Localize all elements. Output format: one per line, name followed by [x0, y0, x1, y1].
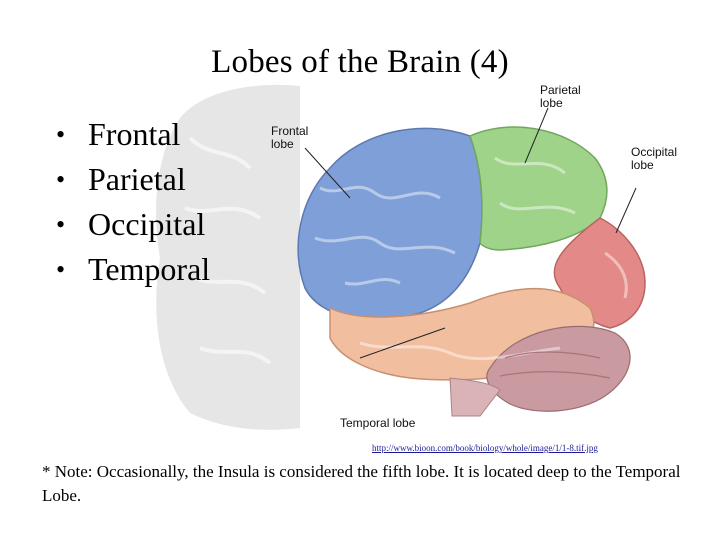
- parietal-lobe-region: [469, 126, 608, 251]
- parietal-leader-line: [524, 107, 549, 164]
- background-brain-image: [156, 84, 300, 430]
- bullet-text: Occipital: [88, 206, 206, 242]
- bullet-marker: •: [56, 119, 66, 149]
- brainstem-region: [449, 377, 501, 417]
- bullet-marker: •: [56, 254, 66, 284]
- occipital-leader-line: [615, 187, 637, 234]
- bullet-marker: •: [56, 209, 66, 239]
- bullet-text: Parietal: [88, 161, 186, 197]
- bullet-text: Frontal: [88, 116, 181, 152]
- bullet-text: Temporal: [88, 251, 211, 287]
- slide-title: Lobes of the Brain (4): [211, 44, 509, 80]
- frontal-lobe-region: [297, 127, 483, 321]
- brain-lobes: [297, 126, 646, 417]
- bullet-marker: •: [56, 164, 66, 194]
- bullet-list: • Frontal • Parietal • Occipital • Tempo…: [56, 112, 210, 292]
- temporal-lobe-label: Temporal lobe: [340, 416, 416, 430]
- brain-diagram-svg: [156, 84, 646, 430]
- parietal-lobe-label: Parietal lobe: [540, 83, 581, 110]
- label-leader-lines: [304, 107, 637, 359]
- image-source-link[interactable]: http://www.bioon.com/book/biology/whole/…: [372, 443, 598, 453]
- occipital-lobe-label: Occipital lobe: [631, 145, 678, 172]
- bullet-item-temporal: • Temporal: [56, 247, 210, 292]
- bullet-item-frontal: • Frontal: [56, 112, 210, 157]
- brain-figure: Frontal lobe Parietal lobe Occipital lob…: [0, 78, 720, 460]
- temporal-leader-line: [359, 327, 446, 359]
- cerebellum-region: [486, 325, 631, 412]
- bullet-item-parietal: • Parietal: [56, 157, 210, 202]
- frontal-lobe-label: Frontal lobe: [271, 124, 309, 151]
- bullet-item-occipital: • Occipital: [56, 202, 210, 247]
- frontal-leader-line: [304, 147, 351, 199]
- insula-note: * Note: Occasionally, the Insula is cons…: [42, 462, 681, 505]
